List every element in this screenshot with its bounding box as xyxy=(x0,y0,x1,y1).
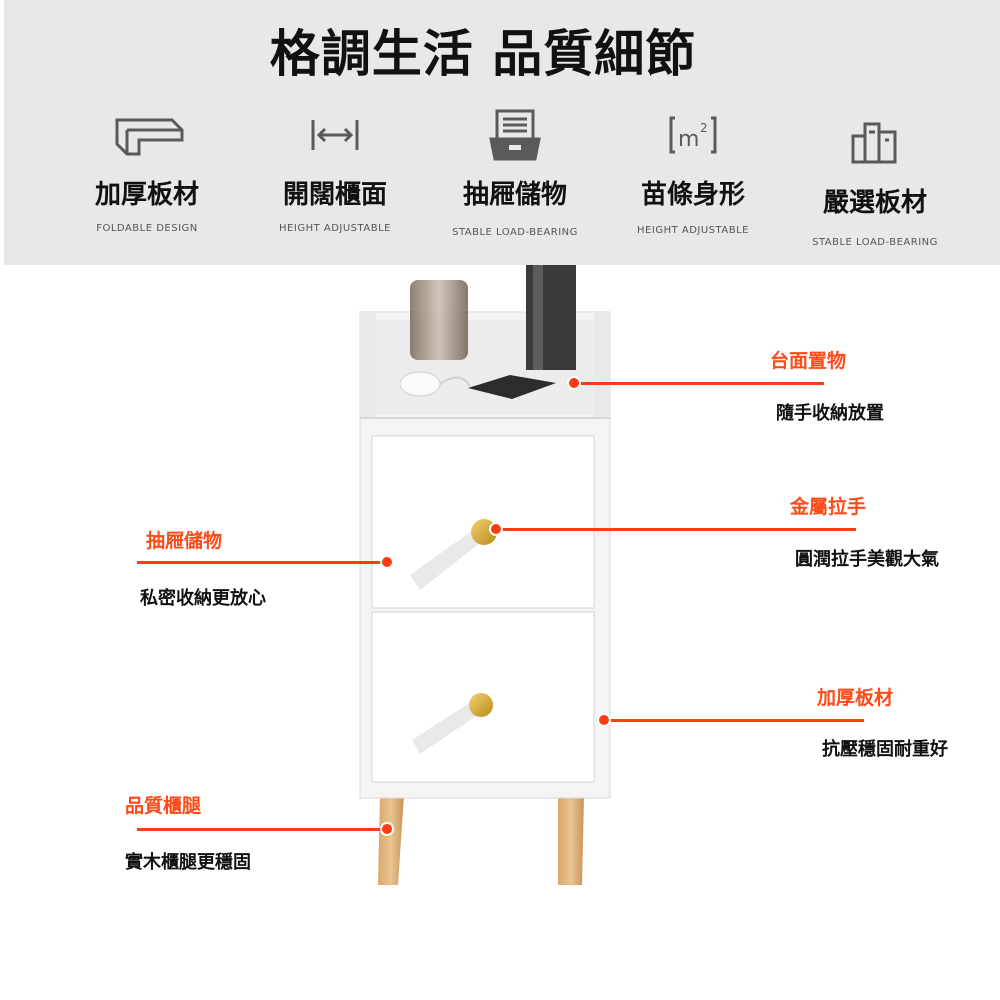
callout-line xyxy=(137,828,387,831)
feature-sub: STABLE LOAD-BEARING xyxy=(452,227,578,238)
callout-title-legs: 品質櫃腿 xyxy=(125,795,202,817)
callout-title-board: 加厚板材 xyxy=(817,687,894,709)
feature-label: 抽屜儲物 xyxy=(462,180,567,210)
feature-sub: HEIGHT ADJUSTABLE xyxy=(637,225,749,236)
header-band xyxy=(4,0,1000,265)
callout-desc-handle: 圓潤拉手美觀大氣 xyxy=(795,549,939,570)
glass-jar xyxy=(410,280,468,360)
feature-label: 苗條身形 xyxy=(640,180,745,210)
callout-dot xyxy=(489,522,503,536)
callout-line xyxy=(574,382,824,385)
phone xyxy=(468,375,556,399)
callout-line xyxy=(604,719,864,722)
feature-label: 開闊櫃面 xyxy=(282,180,387,210)
board-icon xyxy=(52,100,242,170)
feature-label: 加厚板材 xyxy=(94,180,199,210)
leg-right xyxy=(558,795,584,885)
callout-line xyxy=(496,528,856,531)
callout-desc-drawer: 私密收納更放心 xyxy=(140,588,266,609)
callout-desc-top: 隨手收納放置 xyxy=(776,403,884,424)
feature-drawer-storage: 抽屜儲物 STABLE LOAD-BEARING xyxy=(420,100,610,238)
leg-left xyxy=(378,795,404,885)
page-title: 格調生活 品質細節 xyxy=(269,25,697,83)
panels-icon xyxy=(780,108,970,178)
feature-open-top: 開闊櫃面 HEIGHT ADJUSTABLE xyxy=(240,100,430,234)
callout-desc-board: 抗壓穩固耐重好 xyxy=(822,739,948,760)
callout-title-handle: 金屬拉手 xyxy=(790,496,867,518)
callout-line xyxy=(137,561,387,564)
handle-bottom xyxy=(469,693,493,717)
callout-dot xyxy=(380,555,394,569)
feature-sub: FOLDABLE DESIGN xyxy=(96,223,198,234)
feature-thick-board: 加厚板材 FOLDABLE DESIGN xyxy=(52,100,242,234)
callout-desc-legs: 實木櫃腿更穩固 xyxy=(125,852,251,873)
svg-text:m: m xyxy=(678,127,699,152)
svg-text:2: 2 xyxy=(700,121,708,135)
callout-title-drawer: 抽屜儲物 xyxy=(146,530,223,552)
callout-dot xyxy=(597,713,611,727)
earbuds-case xyxy=(399,371,441,397)
callout-title-top: 台面置物 xyxy=(770,350,847,372)
feature-sub: STABLE LOAD-BEARING xyxy=(812,237,938,248)
callout-dot xyxy=(380,822,394,836)
feature-sub: HEIGHT ADJUSTABLE xyxy=(279,223,391,234)
width-arrows-icon xyxy=(240,100,430,170)
feature-label: 嚴選板材 xyxy=(822,188,927,218)
feature-selected-board: 嚴選板材 STABLE LOAD-BEARING xyxy=(780,100,970,248)
drawer-icon xyxy=(420,100,610,170)
callout-dot xyxy=(567,376,581,390)
